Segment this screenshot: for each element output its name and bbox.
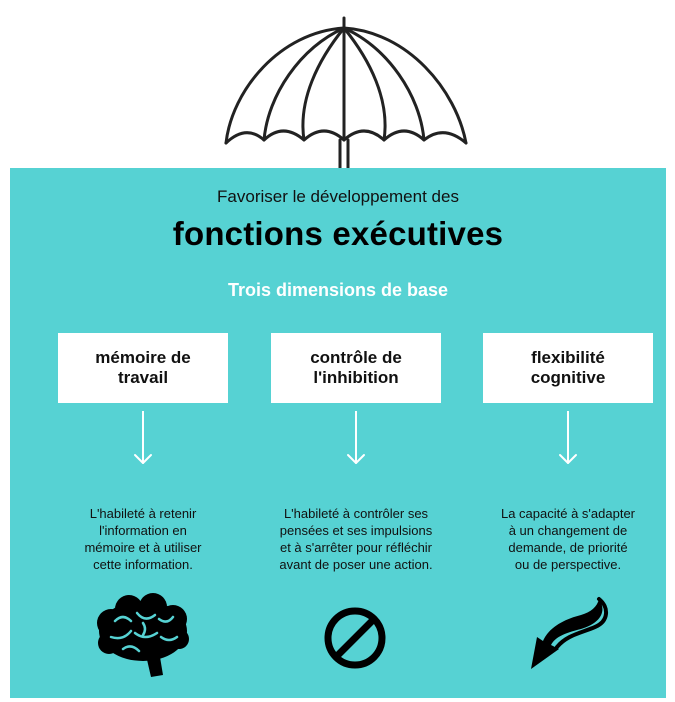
dimension-memory: mémoire de travail L'habileté à retenir … [58, 333, 228, 574]
dimension-label: contrôle de l'inhibition [271, 333, 441, 403]
dimension-flexibility: flexibilité cognitive La capacité à s'ad… [483, 333, 653, 574]
brain-icon [93, 593, 193, 683]
curved-arrow-icon [515, 593, 615, 683]
subtitle: Trois dimensions de base [227, 280, 449, 300]
info-panel: Favoriser le développement des fonctions… [10, 168, 666, 698]
dimension-description: L'habileté à retenir l'information en mé… [84, 506, 202, 573]
dimension-label: mémoire de travail [58, 333, 228, 403]
dimension-description: La capacité à s'adapter à un changement … [500, 506, 636, 573]
arrow-down-icon [134, 411, 152, 464]
prohibited-icon [305, 593, 405, 683]
arrow-down-icon [559, 411, 577, 464]
intro-text: Favoriser le développement des [217, 187, 459, 206]
dimension-description: L'habileté à contrôler ses pensées et se… [279, 506, 433, 573]
main-title: fonctions exécutives [172, 215, 504, 252]
dimension-inhibition: contrôle de l'inhibition L'habileté à co… [271, 333, 441, 574]
dimension-label: flexibilité cognitive [483, 333, 653, 403]
arrow-down-icon [347, 411, 365, 464]
umbrella-icon [224, 16, 468, 170]
